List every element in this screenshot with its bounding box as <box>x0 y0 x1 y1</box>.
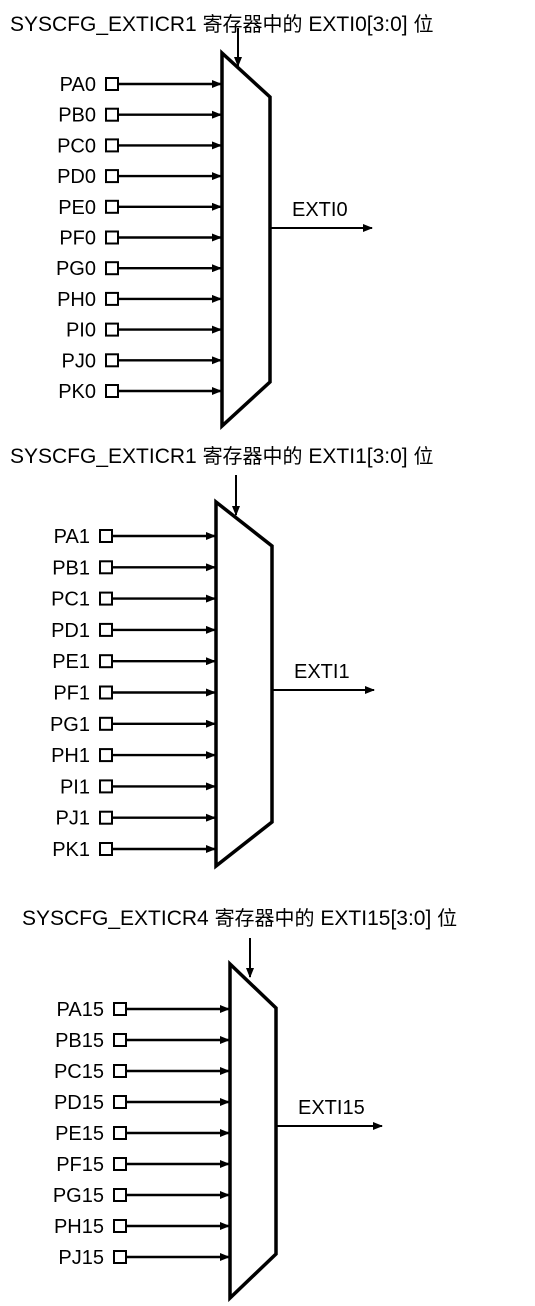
input-pin-label: PA15 <box>57 999 104 1021</box>
input-pin-label: PB0 <box>58 105 96 127</box>
pin-box <box>113 1157 127 1171</box>
title-suffix: 位 <box>413 444 434 468</box>
title-cn-text: 寄存器中的 <box>214 906 315 930</box>
output-label: EXTI0 <box>292 199 348 221</box>
input-pin-label: PG15 <box>53 1185 104 1207</box>
pin-box <box>113 1002 127 1016</box>
input-pin-label: PC0 <box>57 135 96 157</box>
input-pin-label: PI0 <box>66 320 96 342</box>
mux-body <box>214 498 274 870</box>
pin-box <box>113 1095 127 1109</box>
input-pin-label: PG1 <box>50 714 90 736</box>
output-label: EXTI1 <box>294 661 350 683</box>
input-pin-label: PC15 <box>54 1061 104 1083</box>
title-cn-text: 寄存器中的 <box>202 444 303 468</box>
title-register: SYSCFG_EXTICR4 <box>22 907 209 930</box>
input-pin-label: PD0 <box>57 166 96 188</box>
input-pin-label: PK0 <box>58 381 96 403</box>
input-pin-label: PD15 <box>54 1092 104 1114</box>
pin-box <box>113 1033 127 1047</box>
title-register: SYSCFG_EXTICR1 <box>10 445 197 468</box>
title-cn-text: 寄存器中的 <box>202 12 303 36</box>
input-pin-label: PK1 <box>52 839 90 861</box>
diagram-title: SYSCFG_EXTICR4 寄存器中的 EXTI15[3:0] 位 <box>22 902 457 931</box>
pin-box <box>113 1219 127 1233</box>
title-register: SYSCFG_EXTICR1 <box>10 13 197 36</box>
output-label: EXTI15 <box>298 1097 365 1119</box>
input-pin-label: PH0 <box>57 289 96 311</box>
input-pin-label: PA1 <box>54 526 90 548</box>
input-pin-label: PF1 <box>53 683 90 705</box>
input-pin-label: PD1 <box>51 620 90 642</box>
title-field: EXTI0[3:0] <box>308 13 408 36</box>
input-pin-label: PA0 <box>60 74 96 96</box>
input-pin-label: PE15 <box>55 1123 104 1145</box>
input-pin-label: PJ15 <box>58 1247 104 1269</box>
input-pin-label: PH15 <box>54 1216 104 1238</box>
input-pin-label: PB1 <box>52 557 90 579</box>
title-suffix: 位 <box>413 12 434 36</box>
input-pin-label: PB15 <box>55 1030 104 1052</box>
diagram-title: SYSCFG_EXTICR1 寄存器中的 EXTI0[3:0] 位 <box>10 8 433 37</box>
input-pin-label: PH1 <box>51 745 90 767</box>
title-field: EXTI1[3:0] <box>308 445 408 468</box>
mux-body <box>228 959 278 1303</box>
input-pin-label: PE0 <box>58 197 96 219</box>
pin-box <box>113 1250 127 1264</box>
diagram-title: SYSCFG_EXTICR1 寄存器中的 EXTI1[3:0] 位 <box>10 440 433 469</box>
input-pin-label: PI1 <box>60 776 90 798</box>
title-field: EXTI15[3:0] <box>320 907 432 930</box>
title-suffix: 位 <box>437 906 458 930</box>
input-pin-label: PJ1 <box>56 808 90 830</box>
pin-box <box>113 1064 127 1078</box>
pin-box <box>113 1126 127 1140</box>
input-pin-label: PE1 <box>52 651 90 673</box>
input-pin-label: PF15 <box>56 1154 104 1176</box>
input-pin-label: PF0 <box>59 228 96 250</box>
input-pin-label: PJ0 <box>62 350 96 372</box>
input-pin-label: PC1 <box>51 589 90 611</box>
pin-box <box>113 1188 127 1202</box>
input-pin-label: PG0 <box>56 258 96 280</box>
mux-body <box>220 49 272 430</box>
